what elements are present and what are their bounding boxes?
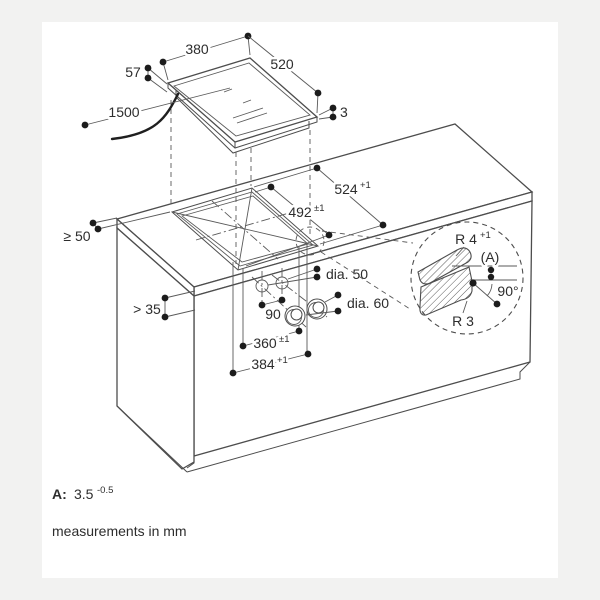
detail-source-circle [295, 226, 325, 256]
glass-mark-2 [236, 112, 268, 124]
dim-knob-spacing-90: 90 [258, 296, 286, 325]
cutout-centerline-u [195, 210, 297, 241]
dim-384-label: 384 [251, 356, 275, 372]
dim-recess-width-384: 384 +1 [229, 350, 312, 377]
dim-min35-label: > 35 [133, 301, 161, 317]
control-knob-right [306, 298, 328, 320]
note-a-label: A: [52, 486, 67, 502]
dim-360-sup: ±1 [279, 334, 290, 345]
dim-min-under-35: > 35 [131, 290, 196, 321]
dim-glass-3: 3 [318, 102, 351, 123]
footer-notes: A: 3.5 -0.5 measurements in mm [50, 483, 190, 542]
dim-min-side-50: ≥ 50 [61, 211, 171, 247]
worktop-cutout [170, 187, 320, 271]
dim-cutout-width-360: 360 ±1 [239, 327, 303, 354]
cooktop [110, 57, 319, 154]
dim-384-sup: +1 [277, 355, 288, 366]
cabinet-left-face [116, 226, 195, 470]
detail-inset: R 4 +1 (A) 90° R 3 [295, 221, 524, 335]
knob-panel: 90 dia. 50 dia. 60 360 ±1 384 +1 [229, 243, 392, 377]
dim-520-label: 520 [270, 56, 294, 72]
dim-knob-dia-60: dia. 60 [305, 291, 392, 316]
section-upper-lip [417, 247, 472, 285]
dim-hole-dia-50: dia. 50 [267, 264, 371, 286]
power-cable [110, 92, 180, 141]
section-lower-block [419, 266, 473, 316]
dim-recess-depth-524: 524 +1 [253, 164, 387, 245]
dim-cable-1500: 1500 [81, 87, 231, 129]
dim-524-sup: +1 [360, 180, 371, 191]
plinth [116, 361, 531, 473]
dim-cutout-depth-492: 492 ±1 [245, 183, 333, 267]
units-note: measurements in mm [52, 523, 187, 539]
cutout-centerline-v [211, 200, 279, 260]
dim-min50-label: ≥ 50 [63, 228, 90, 244]
control-knob-left [284, 305, 306, 327]
dim-57-label: 57 [125, 64, 141, 80]
detail-r3-label: R 3 [452, 313, 474, 329]
detail-r4-label: R 4 [455, 231, 477, 247]
cooktop-body [175, 90, 310, 154]
note-a-tolerance: -0.5 [97, 485, 113, 496]
projection-lines [170, 100, 311, 264]
dim-380-label: 380 [185, 41, 209, 57]
glass-mark-1 [232, 107, 264, 119]
detail-r4-sup: +1 [480, 230, 491, 241]
glass-top [166, 57, 319, 143]
angle-arc [486, 283, 493, 297]
cutout-diagonal-2 [237, 187, 253, 271]
dim-492-sup: ±1 [314, 203, 325, 214]
glass-mark-4 [242, 99, 252, 104]
dim-cooktop-width-380: 380 [159, 32, 252, 81]
dim-cooktop-depth-520: 520 [247, 35, 322, 114]
detail-a-ref-label: (A) [481, 249, 500, 265]
knob-hole-right [275, 276, 289, 290]
dim-3-label: 3 [340, 104, 348, 120]
dim-dia60-label: dia. 60 [347, 295, 389, 311]
glass-mark-3 [223, 88, 233, 93]
glass-frame [173, 62, 311, 137]
dim-dia50-label: dia. 50 [326, 266, 368, 282]
note-a-value: 3.5 [74, 486, 94, 502]
knob-hole-left [255, 279, 269, 293]
dim-90-label: 90 [265, 306, 281, 322]
dim-524-label: 524 [334, 181, 358, 197]
detail-90deg-label: 90° [497, 283, 518, 299]
dim-360-label: 360 [253, 335, 277, 351]
dim-1500-label: 1500 [108, 104, 139, 120]
dim-492-label: 492 [288, 204, 312, 220]
dim-cooktop-height-57: 57 [123, 62, 168, 93]
